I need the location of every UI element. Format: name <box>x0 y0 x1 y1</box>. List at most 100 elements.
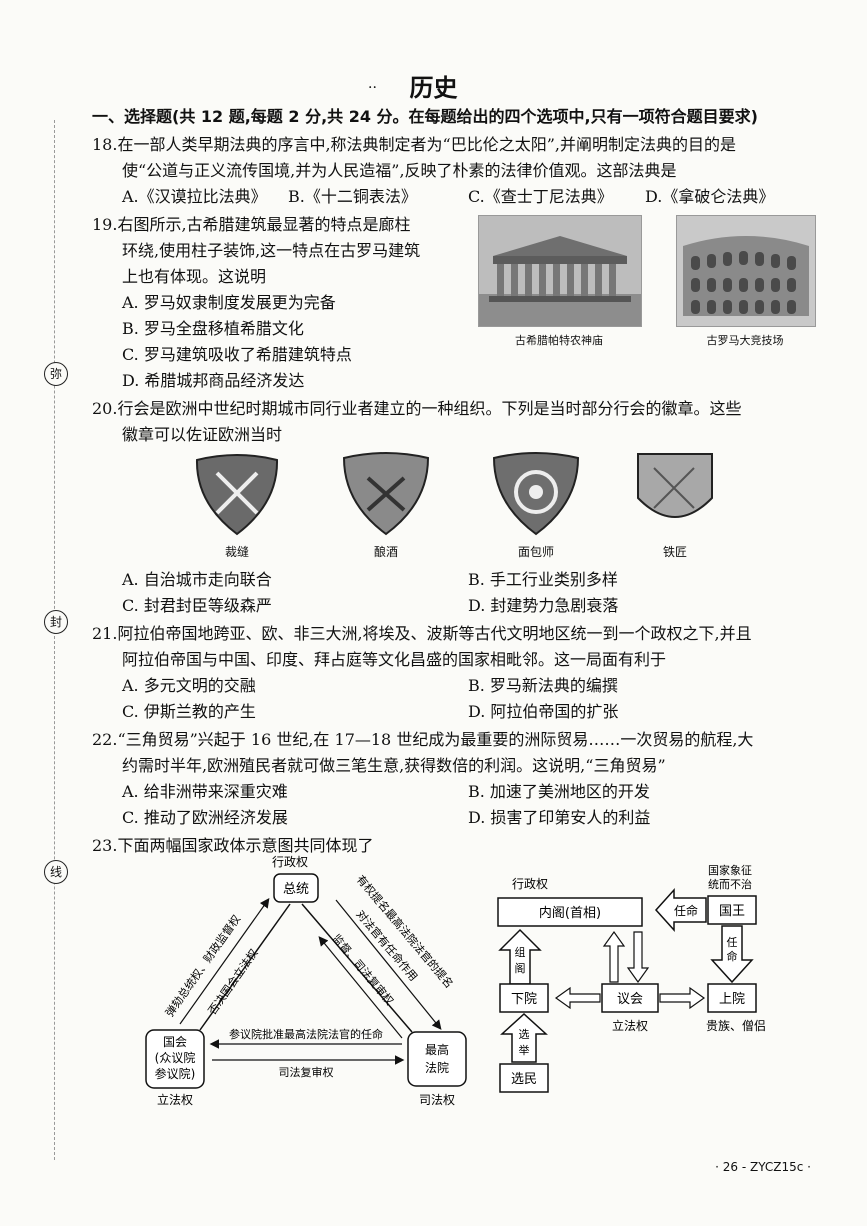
q20-option-c: C. 封君封臣等级森严 <box>122 596 272 615</box>
us-legis-label: 立法权 <box>157 1092 193 1107</box>
us-court-label-2: 法院 <box>425 1061 449 1075</box>
us-left-outer-label: 弹劾总统权、财政监督权 <box>162 912 243 1019</box>
q19-option-c: C. 罗马建筑吸收了希腊建筑特点 <box>122 345 352 364</box>
badge-caption-blacksmith: 铁匠 <box>662 545 687 559</box>
q19-option-d: D. 希腊城邦商品经济发达 <box>122 371 305 390</box>
colosseum-icon <box>677 216 815 326</box>
q18-line-2: 使“公道与正义流传国境,并为人民造福”,反映了朴素的法律价值观。这部法典是 <box>122 161 677 180</box>
us-government-diagram: 行政权 总统 国会 (众议院 参议院) 最高 法院 弹劾总统权、财政监督权 否决… <box>145 855 467 1107</box>
us-exec-label: 行政权 <box>272 855 308 869</box>
badge-caption-baker: 面包师 <box>517 545 554 559</box>
q22-option-a: A. 给非洲带来深重灾难 <box>122 782 288 801</box>
q20-option-a: A. 自治城市走向联合 <box>122 570 272 589</box>
page-title: 历史 <box>409 74 458 102</box>
us-judicial-label: 司法权 <box>419 1093 455 1107</box>
uk-king-box <box>707 895 757 925</box>
binding-dashed-line <box>54 120 55 1160</box>
uk-lower-house-label: 下院 <box>511 992 537 1007</box>
q22-option-d: D. 损害了印第安人的利益 <box>468 808 651 827</box>
uk-appoint-top-label: 任命 <box>674 903 698 918</box>
uk-form-cabinet-2: 阁 <box>515 961 526 975</box>
uk-parliament-label: 议会 <box>617 992 643 1007</box>
us-bottom-top-label: 参议院批准最高法院法官的任命 <box>229 1027 383 1041</box>
q22-option-c: C. 推动了欧洲经济发展 <box>122 808 288 827</box>
uk-parliament-up-arrow <box>602 930 626 983</box>
q22-line-1: 22.“三角贸易”兴起于 16 世纪,在 17—18 世纪成为最重要的洲际贸易…… <box>92 730 754 749</box>
uk-exec-label: 行政权 <box>512 877 548 891</box>
uk-parliament-box <box>601 983 659 1013</box>
uk-symbol-label-1: 国家象征 <box>708 863 752 877</box>
q20-line-1: 20.行会是欧洲中世纪时期城市同行业者建立的一种组织。下列是当时部分行会的徽章。… <box>92 399 742 418</box>
q18-option-c: C.《查士丁尼法典》 <box>468 187 613 206</box>
q20-option-b: B. 手工行业类别多样 <box>468 570 618 589</box>
q18-option-b: B.《十二铜表法》 <box>288 187 417 206</box>
uk-government-diagram: 行政权 内阁(首相) 国家象征 统而不治 国王 任命 任 命 组 阁 下院 议会… <box>497 863 766 1093</box>
us-president-label: 总统 <box>283 882 309 897</box>
q20-line-2: 徽章可以佐证欧洲当时 <box>122 425 283 444</box>
uk-symbol-label-2: 统而不治 <box>708 877 752 891</box>
uk-form-cabinet-arrow <box>498 928 542 985</box>
us-congress-label-3: 参议院) <box>155 1066 196 1081</box>
uk-king-appoint-arrow <box>710 925 754 984</box>
uk-elect-1: 选 <box>519 1028 530 1041</box>
uk-voters-label: 选民 <box>511 1072 537 1087</box>
parthenon-caption: 古希腊帕特农神庙 <box>515 334 603 347</box>
uk-appoint-arrow <box>654 888 707 932</box>
q21-line-2: 阿拉伯帝国与中国、印度、拜占庭等文化昌盛的国家相毗邻。这一局面有利于 <box>122 650 667 669</box>
uk-cabinet-box <box>497 897 643 927</box>
uk-king-label: 国王 <box>719 904 745 919</box>
baker-badge-icon <box>492 452 580 536</box>
blacksmith-badge-icon <box>637 453 713 518</box>
uk-voters-box <box>499 1063 549 1093</box>
q19-line-2: 环绕,使用柱子装饰,这一特点在古罗马建筑 <box>122 241 421 260</box>
q19-line-1: 19.右图所示,古希腊建筑最显著的特点是廊柱 <box>92 215 411 234</box>
uk-appoint-side-1: 任 <box>727 936 738 949</box>
us-congress-label-1: 国会 <box>163 1035 187 1049</box>
badge-caption-tailor: 裁缝 <box>224 545 249 559</box>
page-footer: · 26 - ZYCZ15c · <box>715 1160 811 1174</box>
uk-cabinet-label: 内阁(首相) <box>539 905 601 921</box>
seal-mark-3: 线 <box>44 860 68 884</box>
q21-option-a: A. 多元文明的交融 <box>122 676 256 695</box>
section-header: 一、选择题(共 12 题,每题 2 分,共 24 分。在每题给出的四个选项中,只… <box>92 107 758 126</box>
colosseum-caption: 古罗马大竞技场 <box>706 334 784 347</box>
q21-option-b: B. 罗马新法典的编撰 <box>468 676 618 695</box>
us-congress-label-2: (众议院 <box>155 1051 196 1065</box>
q19-option-a: A. 罗马奴隶制度发展更为完备 <box>122 293 336 312</box>
q19-line-3: 上也有体现。这说明 <box>122 267 267 286</box>
us-president-box <box>273 873 319 903</box>
q20-option-d: D. 封建势力急剧衰落 <box>468 596 619 615</box>
uk-cabinet-down-arrow <box>626 931 650 984</box>
colosseum-image <box>676 215 816 327</box>
us-bottom-bottom-label: 司法复审权 <box>279 1065 334 1079</box>
uk-legis-label: 立法权 <box>612 1018 648 1033</box>
q18-line-1: 18.在一部人类早期法典的序言中,称法典制定者为“巴比伦之太阳”,并阐明制定法典… <box>92 135 736 154</box>
uk-parliament-right-arrow <box>659 986 706 1010</box>
q21-option-c: C. 伊斯兰教的产生 <box>122 702 256 721</box>
us-court-label-1: 最高 <box>425 1042 449 1057</box>
q19-option-b: B. 罗马全盘移植希腊文化 <box>122 319 304 338</box>
uk-upper-house-box <box>707 983 757 1013</box>
uk-appoint-side-2: 命 <box>727 949 738 963</box>
seal-mark-1: 弥 <box>44 362 68 386</box>
q22-option-b: B. 加速了美洲地区的开发 <box>468 782 650 801</box>
seal-mark-2: 封 <box>44 610 68 634</box>
us-court-box <box>407 1031 467 1087</box>
uk-form-cabinet-1: 组 <box>515 945 526 959</box>
badge-caption-brewer: 酿酒 <box>373 545 398 559</box>
uk-parliament-left-arrow <box>554 986 601 1010</box>
tailor-badge-icon <box>195 454 279 536</box>
parthenon-icon <box>479 216 641 326</box>
us-congress-box <box>145 1029 205 1089</box>
parthenon-image <box>478 215 642 327</box>
q21-line-1: 21.阿拉伯帝国地跨亚、欧、非三大洲,将埃及、波斯等古代文明地区统一到一个政权之… <box>92 624 752 643</box>
q18-option-a: A.《汉谟拉比法典》 <box>122 187 267 206</box>
uk-elect-2: 举 <box>519 1043 530 1057</box>
brewer-badge-icon <box>342 452 430 536</box>
q18-option-d: D.《拿破仑法典》 <box>645 187 775 206</box>
q22-line-2: 约需时半年,欧洲殖民者就可做三笔生意,获得数倍的利润。这说明,“三角贸易” <box>122 756 666 775</box>
title-dots: ·· <box>368 80 377 96</box>
q21-option-d: D. 阿拉伯帝国的扩张 <box>468 702 619 721</box>
uk-lower-house-box <box>499 983 549 1013</box>
uk-upper-house-label: 上院 <box>719 992 745 1007</box>
